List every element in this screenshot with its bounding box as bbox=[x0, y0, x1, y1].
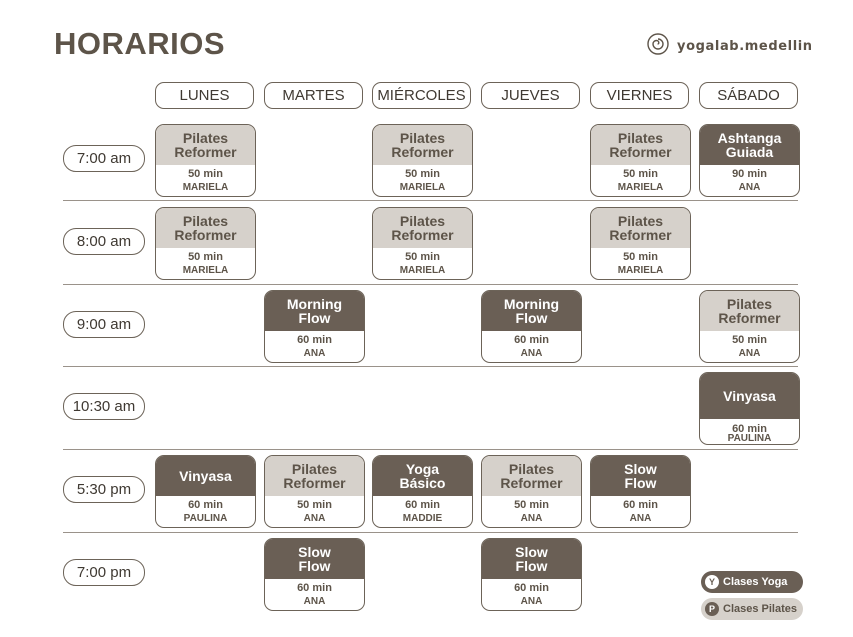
time-slot: 10:30 am bbox=[63, 393, 145, 420]
class-duration: 60 min bbox=[297, 582, 332, 594]
class-duration: 50 min bbox=[623, 168, 658, 180]
row-divider bbox=[63, 532, 798, 533]
class-instructor: ANA bbox=[738, 182, 761, 193]
day-header: MIÉRCOLES bbox=[372, 82, 471, 109]
spiral-logo-icon bbox=[647, 33, 669, 59]
class-name: Pilates Reformer bbox=[482, 456, 581, 496]
class-instructor: ANA bbox=[520, 348, 543, 359]
time-slot: 7:00 am bbox=[63, 145, 145, 172]
day-header: JUEVES bbox=[481, 82, 580, 109]
class-name: Pilates Reformer bbox=[591, 208, 690, 248]
class-duration: 60 min bbox=[514, 334, 549, 346]
pilates-badge-icon: P bbox=[705, 602, 719, 616]
class-name: Pilates Reformer bbox=[591, 125, 690, 165]
day-header: LUNES bbox=[155, 82, 254, 109]
class-name: Pilates Reformer bbox=[373, 125, 472, 165]
class-name: Slow Flow bbox=[591, 456, 690, 496]
day-header: VIERNES bbox=[590, 82, 689, 109]
class-instructor: ANA bbox=[738, 348, 761, 359]
class-duration: 50 min bbox=[405, 168, 440, 180]
class-duration: 50 min bbox=[405, 251, 440, 263]
time-slot: 8:00 am bbox=[63, 228, 145, 255]
class-instructor: MARIELA bbox=[617, 265, 664, 276]
day-header: MARTES bbox=[264, 82, 363, 109]
class-name: Vinyasa bbox=[156, 456, 255, 496]
time-slot: 7:00 pm bbox=[63, 559, 145, 586]
class-instructor: PAULINA bbox=[183, 513, 228, 524]
yoga-badge-icon: Y bbox=[705, 575, 719, 589]
class-instructor: ANA bbox=[520, 513, 543, 524]
class-name: Pilates Reformer bbox=[700, 291, 799, 331]
legend-yoga-label: Clases Yoga bbox=[723, 576, 788, 588]
class-duration: 60 min bbox=[297, 334, 332, 346]
class-name: Yoga Básico bbox=[373, 456, 472, 496]
class-duration: 60 min bbox=[188, 499, 223, 511]
class-duration: 50 min bbox=[514, 499, 549, 511]
class-instructor: MARIELA bbox=[617, 182, 664, 193]
class-instructor: PAULINA bbox=[727, 433, 772, 444]
time-slot: 9:00 am bbox=[63, 311, 145, 338]
class-name: Morning Flow bbox=[482, 291, 581, 331]
row-divider bbox=[63, 200, 798, 201]
class-duration: 50 min bbox=[732, 334, 767, 346]
row-divider bbox=[63, 284, 798, 285]
class-duration: 50 min bbox=[188, 251, 223, 263]
brand-name: yogalab.medellin bbox=[677, 38, 813, 54]
page-title: HORARIOS bbox=[54, 26, 226, 61]
legend-yoga: Y Clases Yoga bbox=[701, 571, 803, 593]
time-slot: 5:30 pm bbox=[63, 476, 145, 503]
class-instructor: ANA bbox=[303, 348, 326, 359]
class-instructor: MARIELA bbox=[182, 265, 229, 276]
class-name: Slow Flow bbox=[482, 539, 581, 579]
legend-pilates: P Clases Pilates bbox=[701, 598, 803, 620]
class-instructor: ANA bbox=[303, 513, 326, 524]
class-name: Pilates Reformer bbox=[156, 208, 255, 248]
class-name: Pilates Reformer bbox=[265, 456, 364, 496]
class-instructor: MADDIE bbox=[402, 513, 443, 524]
class-duration: 60 min bbox=[514, 582, 549, 594]
class-name: Morning Flow bbox=[265, 291, 364, 331]
class-name: Pilates Reformer bbox=[156, 125, 255, 165]
legend-pilates-label: Clases Pilates bbox=[723, 603, 797, 615]
class-name: Vinyasa bbox=[700, 373, 799, 419]
class-duration: 50 min bbox=[623, 251, 658, 263]
row-divider bbox=[63, 366, 798, 367]
class-instructor: MARIELA bbox=[182, 182, 229, 193]
class-duration: 90 min bbox=[732, 168, 767, 180]
class-instructor: ANA bbox=[520, 596, 543, 607]
class-duration: 50 min bbox=[297, 499, 332, 511]
class-name: Ashtanga Guiada bbox=[700, 125, 799, 165]
class-instructor: ANA bbox=[303, 596, 326, 607]
class-instructor: MARIELA bbox=[399, 182, 446, 193]
class-instructor: MARIELA bbox=[399, 265, 446, 276]
class-name: Pilates Reformer bbox=[373, 208, 472, 248]
day-header: SÁBADO bbox=[699, 82, 798, 109]
row-divider bbox=[63, 449, 798, 450]
class-duration: 60 min bbox=[732, 423, 767, 435]
brand: yogalab.medellin bbox=[647, 33, 813, 59]
class-instructor: ANA bbox=[629, 513, 652, 524]
class-duration: 60 min bbox=[405, 499, 440, 511]
class-name: Slow Flow bbox=[265, 539, 364, 579]
class-duration: 50 min bbox=[188, 168, 223, 180]
class-duration: 60 min bbox=[623, 499, 658, 511]
